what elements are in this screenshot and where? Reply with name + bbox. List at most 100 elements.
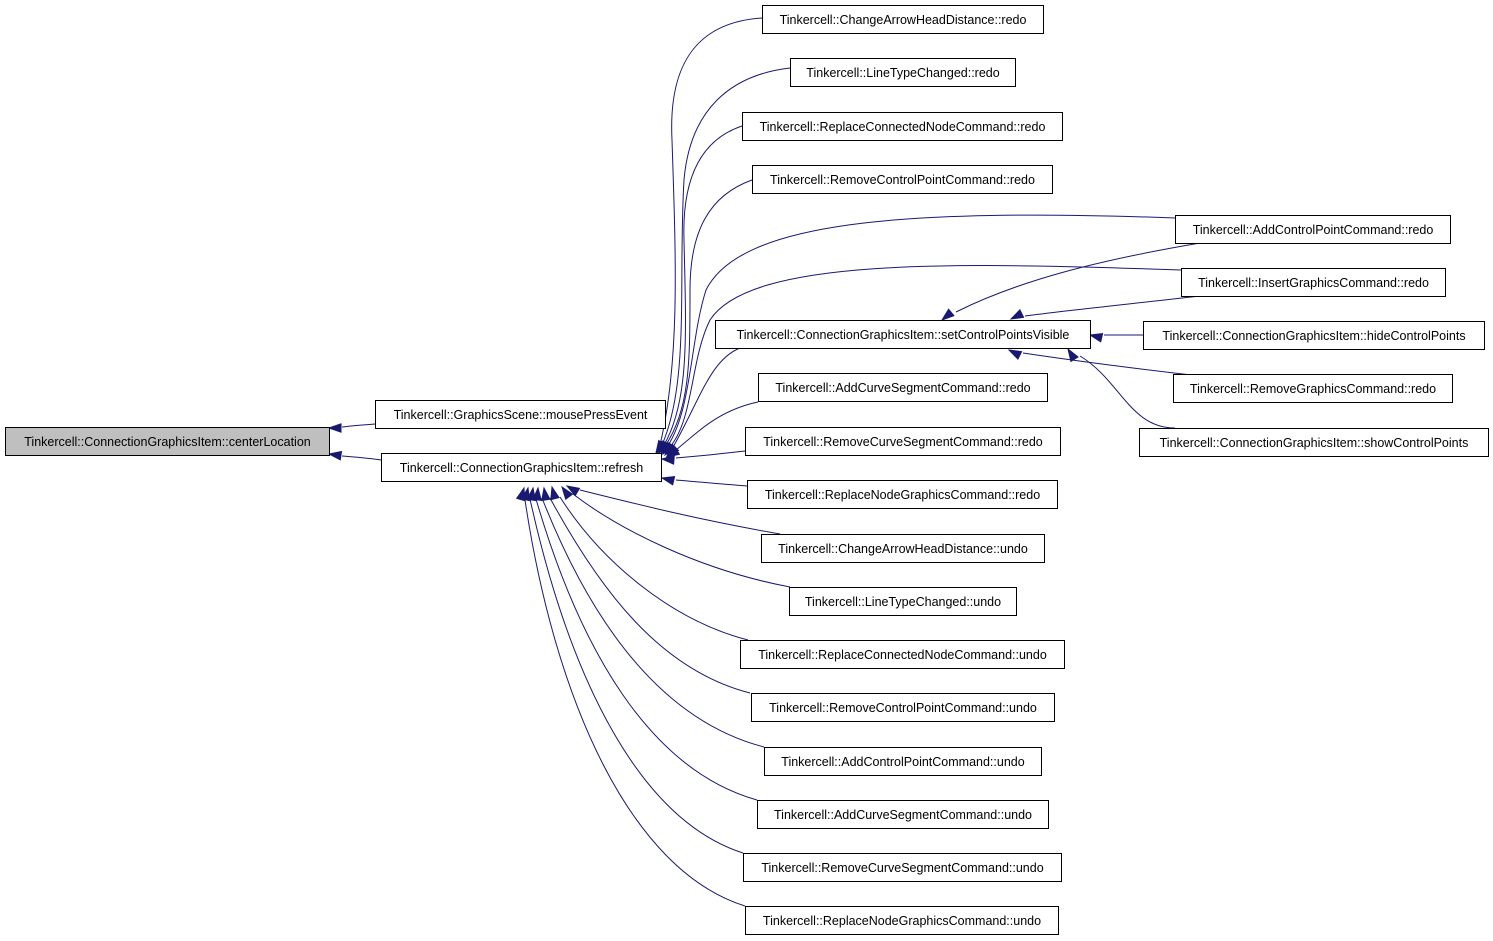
node-centerLocation[interactable]: Tinkercell::ConnectionGraphicsItem::cent… xyxy=(5,427,330,456)
node-ltc_redo[interactable]: Tinkercell::LineTypeChanged::redo xyxy=(790,58,1016,87)
node-refresh[interactable]: Tinkercell::ConnectionGraphicsItem::refr… xyxy=(381,453,662,482)
edge-line xyxy=(529,498,744,854)
edge-igc_redo-to-refresh xyxy=(664,265,1182,457)
node-box[interactable] xyxy=(761,534,1045,563)
node-rcnc_undo[interactable]: Tinkercell::ReplaceConnectedNodeCommand:… xyxy=(740,640,1065,669)
node-label: Tinkercell::ChangeArrowHeadDistance::red… xyxy=(780,13,1027,27)
node-rcpc_undo[interactable]: Tinkercell::RemoveControlPointCommand::u… xyxy=(751,693,1055,722)
edge-acpc_redo-to-setcpv xyxy=(940,242,1201,321)
node-label: Tinkercell::ReplaceConnectedNodeCommand:… xyxy=(760,120,1046,134)
edge-line xyxy=(535,498,758,801)
node-hidecp[interactable]: Tinkercell::ConnectionGraphicsItem::hide… xyxy=(1143,321,1485,350)
edge-ltc_undo-to-refresh xyxy=(561,485,791,588)
node-box[interactable] xyxy=(743,853,1062,882)
node-box[interactable] xyxy=(764,747,1042,776)
node-mousePress[interactable]: Tinkercell::GraphicsScene::mousePressEve… xyxy=(375,400,666,429)
node-ltc_undo[interactable]: Tinkercell::LineTypeChanged::undo xyxy=(789,587,1017,616)
node-label: Tinkercell::InsertGraphicsCommand::redo xyxy=(1198,276,1429,290)
edge-line xyxy=(1022,352,1201,377)
node-rcnc_redo[interactable]: Tinkercell::ReplaceConnectedNodeCommand:… xyxy=(742,112,1063,141)
node-label: Tinkercell::AddControlPointCommand::undo xyxy=(781,755,1024,769)
node-box[interactable] xyxy=(752,165,1053,194)
node-box[interactable] xyxy=(1143,321,1485,350)
edge-cahd_undo-to-refresh xyxy=(565,485,781,535)
edge-rgc_redo-to-setcpv xyxy=(1007,349,1201,377)
node-rcsc_undo[interactable]: Tinkercell::RemoveCurveSegmentCommand::u… xyxy=(743,853,1062,882)
node-label: Tinkercell::ReplaceNodeGraphicsCommand::… xyxy=(765,488,1040,502)
arrow-head xyxy=(550,485,560,501)
edge-rcnc_undo-to-refresh xyxy=(550,485,749,641)
node-box[interactable] xyxy=(762,5,1044,34)
node-box[interactable] xyxy=(1175,215,1451,244)
edge-line xyxy=(1079,355,1176,429)
node-acsc_redo[interactable]: Tinkercell::AddCurveSegmentCommand::redo xyxy=(758,373,1048,402)
node-label: Tinkercell::LineTypeChanged::undo xyxy=(805,595,1001,609)
node-rngc_redo[interactable]: Tinkercell::ReplaceNodeGraphicsCommand::… xyxy=(747,480,1058,509)
node-igc_redo[interactable]: Tinkercell::InsertGraphicsCommand::redo xyxy=(1181,268,1446,297)
edge-line xyxy=(659,17,763,446)
edges-layer xyxy=(327,17,1201,907)
node-acpc_undo[interactable]: Tinkercell::AddControlPointCommand::undo xyxy=(764,747,1042,776)
arrow-head xyxy=(940,308,955,321)
node-label: Tinkercell::RemoveControlPointCommand::r… xyxy=(770,173,1035,187)
node-box[interactable] xyxy=(758,373,1048,402)
edge-rngc_undo-to-refresh xyxy=(515,486,746,907)
node-box[interactable] xyxy=(1139,428,1489,457)
edge-line xyxy=(541,497,765,748)
edge-showcp-to-setcpv xyxy=(1067,347,1176,429)
edge-line xyxy=(955,242,1201,313)
arrow-head xyxy=(541,486,551,502)
node-box[interactable] xyxy=(375,400,666,429)
edge-line xyxy=(675,479,748,487)
node-label: Tinkercell::ChangeArrowHeadDistance::und… xyxy=(778,542,1028,556)
node-label: Tinkercell::LineTypeChanged::redo xyxy=(806,66,999,80)
edge-line xyxy=(663,125,743,446)
node-cahd_redo[interactable]: Tinkercell::ChangeArrowHeadDistance::red… xyxy=(762,5,1044,34)
node-box[interactable] xyxy=(757,800,1049,829)
node-box[interactable] xyxy=(5,427,330,456)
arrow-head xyxy=(1067,347,1079,363)
node-box[interactable] xyxy=(715,320,1091,349)
node-label: Tinkercell::RemoveCurveSegmentCommand::r… xyxy=(763,435,1043,449)
node-cahd_undo[interactable]: Tinkercell::ChangeArrowHeadDistance::und… xyxy=(761,534,1045,563)
edge-line xyxy=(579,489,781,535)
node-box[interactable] xyxy=(745,427,1061,456)
edge-line xyxy=(1024,295,1201,317)
edge-mousePress-to-centerLocation xyxy=(327,423,376,433)
node-showcp[interactable]: Tinkercell::ConnectionGraphicsItem::show… xyxy=(1139,428,1489,457)
node-box[interactable] xyxy=(1181,268,1446,297)
node-box[interactable] xyxy=(751,693,1055,722)
edge-setcpv-to-refresh xyxy=(665,347,741,458)
node-box[interactable] xyxy=(747,480,1058,509)
edge-line xyxy=(341,423,376,428)
node-label: Tinkercell::ConnectionGraphicsItem::cent… xyxy=(24,435,311,449)
arrow-head xyxy=(660,455,675,465)
node-box[interactable] xyxy=(1173,374,1453,403)
node-acpc_redo[interactable]: Tinkercell::AddControlPointCommand::redo xyxy=(1175,215,1451,244)
node-label: Tinkercell::ConnectionGraphicsItem::show… xyxy=(1160,436,1469,450)
edge-line xyxy=(675,450,746,459)
node-box[interactable] xyxy=(740,640,1065,669)
node-label: Tinkercell::RemoveCurveSegmentCommand::u… xyxy=(761,861,1043,875)
node-setcpv[interactable]: Tinkercell::ConnectionGraphicsItem::setC… xyxy=(715,320,1091,349)
node-box[interactable] xyxy=(790,58,1016,87)
node-rcsc_redo[interactable]: Tinkercell::RemoveCurveSegmentCommand::r… xyxy=(745,427,1061,456)
edge-line xyxy=(549,497,751,694)
node-label: Tinkercell::GraphicsScene::mousePressEve… xyxy=(394,408,648,422)
edge-rcnc_redo-to-refresh xyxy=(658,125,743,455)
node-box[interactable] xyxy=(381,453,662,482)
node-box[interactable] xyxy=(745,906,1059,935)
node-box[interactable] xyxy=(789,587,1017,616)
node-acsc_undo[interactable]: Tinkercell::AddCurveSegmentCommand::undo xyxy=(757,800,1049,829)
node-box[interactable] xyxy=(742,112,1063,141)
node-rcpc_redo[interactable]: Tinkercell::RemoveControlPointCommand::r… xyxy=(752,165,1053,194)
edge-rcsc_undo-to-refresh xyxy=(520,486,744,854)
node-rngc_undo[interactable]: Tinkercell::ReplaceNodeGraphicsCommand::… xyxy=(745,906,1059,935)
arrow-head xyxy=(561,485,574,501)
nodes-layer: Tinkercell::ConnectionGraphicsItem::cent… xyxy=(5,5,1489,935)
edge-hidecp-to-setcpv xyxy=(1088,333,1143,343)
node-label: Tinkercell::AddCurveSegmentCommand::redo xyxy=(775,381,1030,395)
arrow-head xyxy=(1009,309,1025,320)
node-rgc_redo[interactable]: Tinkercell::RemoveGraphicsCommand::redo xyxy=(1173,374,1453,403)
